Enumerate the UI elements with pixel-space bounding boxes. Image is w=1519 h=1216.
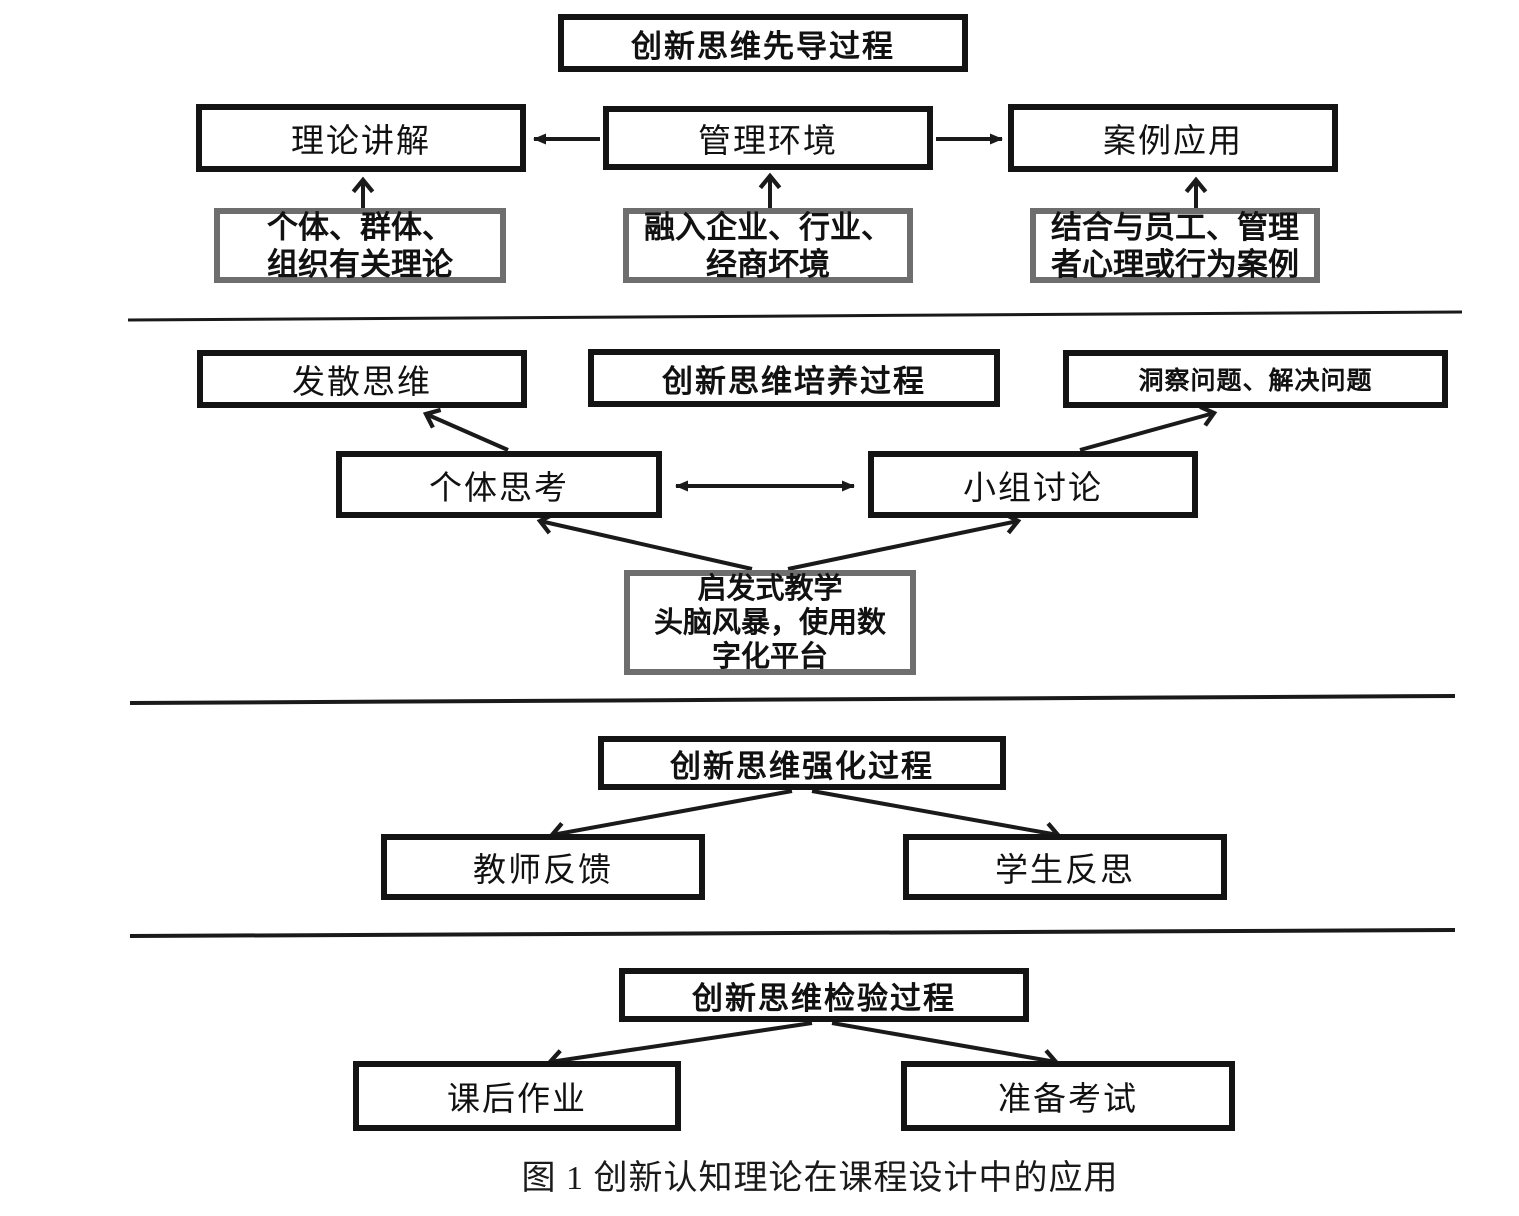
arrow-method-to-individual <box>536 512 753 571</box>
node-testing-process-title: 创新思维检验过程 <box>619 968 1029 1022</box>
arrow-method-to-group <box>787 512 1022 571</box>
arrow-individual-to-divergent <box>422 407 509 452</box>
arrow-group-to-insight <box>1079 404 1218 452</box>
node-leading-process-title: 创新思维先导过程 <box>558 14 968 72</box>
node-theory-explanation: 理论讲解 <box>196 104 526 172</box>
arrow-test-to-exam <box>831 1021 1060 1072</box>
node-homework: 课后作业 <box>353 1061 681 1131</box>
node-teacher-feedback: 教师反馈 <box>381 834 705 900</box>
node-group-discussion: 小组讨论 <box>868 451 1198 518</box>
node-cultivation-process-title: 创新思维培养过程 <box>588 349 1000 407</box>
section-divider-3 <box>129 928 1456 938</box>
section-divider-1 <box>127 310 1463 322</box>
node-exam-preparation: 准备考试 <box>901 1061 1235 1131</box>
note-heuristic-teaching: 启发式教学 头脑风暴，使用数 字化平台 <box>624 570 916 675</box>
node-insight-solve-problems: 洞察问题、解决问题 <box>1063 350 1448 408</box>
node-strengthening-process-title: 创新思维强化过程 <box>598 736 1006 790</box>
node-individual-thinking: 个体思考 <box>336 451 662 518</box>
note-case-content: 结合与员工、管理 者心理或行为案例 <box>1030 208 1320 283</box>
arrow-strengthen-to-teacher <box>548 789 793 845</box>
section-divider-2 <box>129 694 1456 705</box>
node-divergent-thinking: 发散思维 <box>197 350 527 408</box>
node-management-environment: 管理环境 <box>603 106 933 170</box>
arrow-test-to-homework <box>546 1021 813 1072</box>
note-management-content: 融入企业、行业、 经商坏境 <box>623 208 913 283</box>
node-student-reflection: 学生反思 <box>903 834 1227 900</box>
arrow-strengthen-to-student <box>811 789 1062 845</box>
figure-caption: 图 1 创新认知理论在课程设计中的应用 <box>521 1160 1119 1197</box>
note-theory-content: 个体、群体、 组织有关理论 <box>214 208 506 283</box>
node-case-application: 案例应用 <box>1008 104 1338 172</box>
